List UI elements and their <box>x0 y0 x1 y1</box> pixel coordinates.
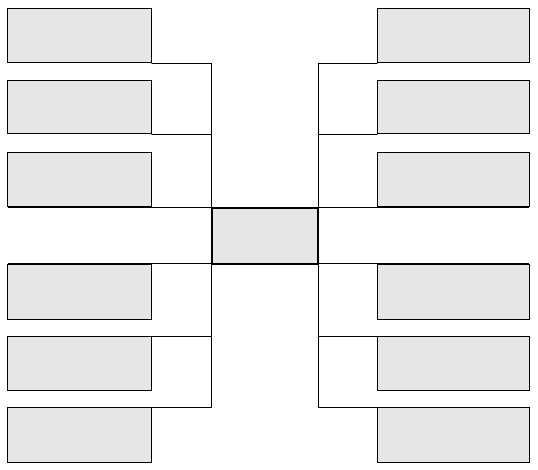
left-box <box>7 80 152 134</box>
left-connector-bottom <box>8 263 212 408</box>
right-box <box>377 8 530 63</box>
right-box <box>377 336 530 391</box>
left-box <box>7 264 152 320</box>
center-box <box>211 207 319 265</box>
left-box <box>7 152 152 207</box>
left-boxes <box>7 8 152 463</box>
left-box <box>7 336 152 391</box>
right-boxes <box>377 8 530 463</box>
left-box <box>7 407 152 463</box>
right-box <box>377 152 530 207</box>
left-box <box>7 8 152 63</box>
right-box <box>377 264 530 320</box>
left-connector-top <box>8 63 212 208</box>
right-connector-top <box>318 63 529 208</box>
right-box <box>377 80 530 134</box>
right-box <box>377 407 530 463</box>
connector-lines <box>8 63 529 408</box>
right-connector-bottom <box>318 263 529 408</box>
